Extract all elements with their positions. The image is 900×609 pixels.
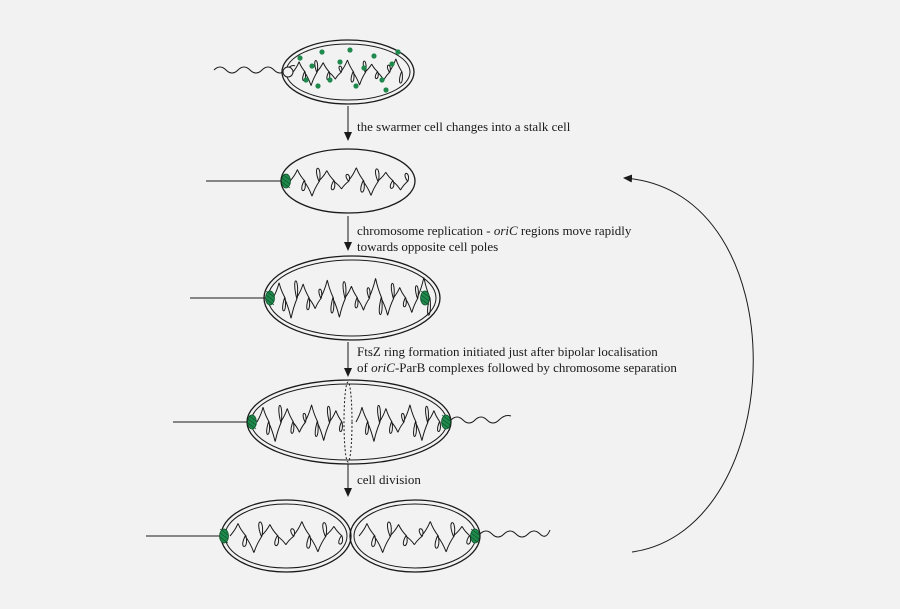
parb-dot (361, 65, 367, 71)
oric-hatch (281, 173, 291, 181)
oric-hatch (281, 177, 291, 185)
step-3-line-2: of oriC-ParB complexes followed by chrom… (357, 360, 677, 375)
step-4-label: cell division (357, 472, 421, 487)
oric-hatch (420, 298, 430, 306)
cell-outer-membrane (281, 39, 415, 105)
chromosome (272, 277, 431, 319)
cell-inner-membrane (267, 259, 437, 337)
parb-dot (309, 63, 315, 69)
swarmer-daughter-outer (349, 499, 481, 573)
oric-hatch (247, 414, 257, 422)
oric-hatch (470, 528, 480, 536)
ftsz-ring (343, 381, 353, 463)
cycle-return-arrow (623, 174, 754, 553)
swarmer-daughter-inner (353, 503, 477, 569)
oric-hatch (219, 532, 229, 540)
oric-parb-complex (420, 290, 430, 306)
chromosome-right (355, 404, 441, 442)
parb-dot (319, 49, 325, 55)
parb-dot (327, 77, 333, 83)
step-3-label: FtsZ ring formation initiated just after… (357, 344, 677, 376)
parb-dot (315, 83, 321, 89)
stalked-daughter-outer (220, 499, 352, 573)
oric-parb-complex (281, 173, 291, 189)
oric-hatch (420, 294, 430, 302)
oric-hatch (265, 298, 275, 306)
step-3-line-1: FtsZ ring formation initiated just after… (357, 344, 658, 359)
step-2-label: chromosome replication - oriC regions mo… (357, 223, 631, 255)
chromosome (292, 58, 403, 86)
parb-dot (395, 49, 401, 55)
daughter-cells (146, 499, 551, 573)
chromosome (229, 521, 344, 553)
step-2-line-2: towards opposite cell poles (357, 239, 499, 254)
chromosome (358, 521, 472, 553)
swarmer-cell (213, 39, 415, 105)
oric-hatch (219, 528, 229, 536)
step-1-label: the swarmer cell changes into a stalk ce… (357, 119, 571, 134)
step-2-line-1: chromosome replication - oriC regions mo… (357, 223, 632, 238)
stalked-cell (206, 148, 416, 214)
flagellum (479, 529, 551, 538)
oric-hatch (441, 418, 451, 426)
flagellar-pole (282, 66, 294, 78)
oric-parb-complex (219, 528, 229, 544)
chromosome (289, 167, 410, 197)
parb-dot (383, 87, 389, 93)
oric-hatch (420, 290, 430, 298)
parb-dot (297, 55, 303, 61)
parb-dot (347, 47, 353, 53)
oric-hatch (441, 414, 451, 422)
cell-outer-membrane (280, 148, 416, 214)
oric-hatch (470, 532, 480, 540)
oric-hatch (470, 536, 480, 544)
oric-parb-complex (470, 528, 480, 544)
parb-dot (337, 59, 343, 65)
oric-parb-complex (441, 414, 451, 430)
stalked-daughter-inner (224, 503, 348, 569)
oric-hatch (265, 294, 275, 302)
oric-parb-complex (247, 414, 257, 430)
oric-parb-complex (265, 290, 275, 306)
chromosome-left (256, 404, 343, 442)
predivisional-cell (173, 379, 512, 465)
parb-dot (371, 53, 377, 59)
parb-dots (297, 47, 401, 93)
cell-outer-membrane (246, 379, 452, 465)
oric-hatch (219, 536, 229, 544)
cell-outer-membrane (263, 255, 441, 341)
parb-dot (303, 77, 309, 83)
oric-hatch (281, 181, 291, 189)
flagellum (450, 415, 512, 424)
oric-hatch (247, 418, 257, 426)
parb-dot (379, 77, 385, 83)
parb-dot (389, 61, 395, 67)
oric-hatch (247, 422, 257, 430)
replicating-cell (190, 255, 441, 341)
oric-hatch (265, 290, 275, 298)
parb-dot (353, 83, 359, 89)
oric-hatch (441, 422, 451, 430)
